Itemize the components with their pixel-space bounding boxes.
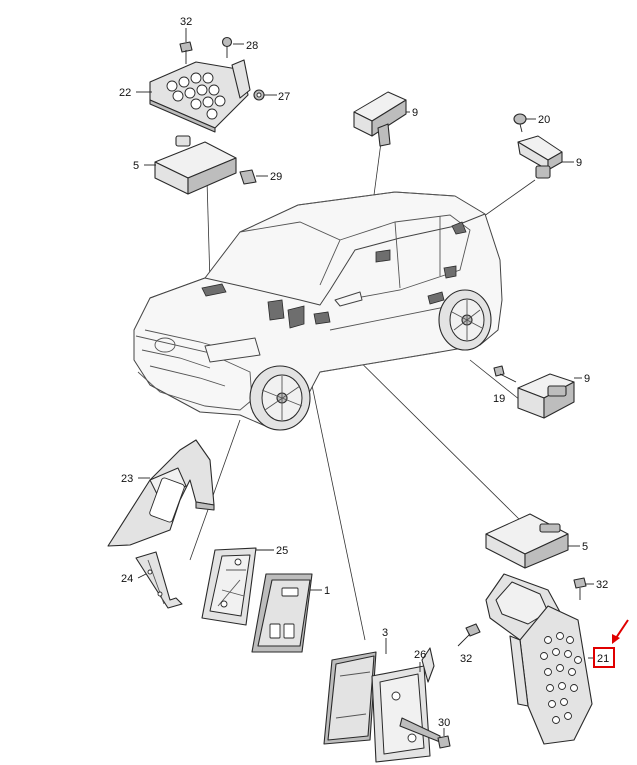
- callout-30: 30: [438, 717, 450, 729]
- location-marker-9b: [427, 291, 445, 305]
- clip-29: [239, 169, 257, 185]
- callouts: 32 28 22 27 5 29 9 20 9 9 19 23 24 25 1 …: [119, 16, 608, 729]
- callout-1: 1: [324, 585, 330, 597]
- leader-lines: [136, 28, 594, 736]
- callout-23: 23: [121, 473, 133, 485]
- callout-9-right: 9: [576, 157, 582, 169]
- highlight-arrow-head: [612, 634, 620, 644]
- nut-27: [253, 89, 265, 101]
- location-marker-9d: [443, 265, 457, 279]
- bracket-21: [485, 573, 593, 745]
- bracket-25: [201, 547, 257, 626]
- callout-29: 29: [270, 171, 282, 183]
- control-unit-5-top: [154, 135, 237, 195]
- callout-25: 25: [276, 545, 288, 557]
- sensor-9-right: [517, 135, 563, 179]
- callout-5-top: 5: [133, 160, 139, 172]
- location-marker-3: [267, 299, 285, 321]
- location-marker-5: [201, 283, 227, 297]
- screw-19: [493, 365, 517, 383]
- screw-20: [513, 113, 527, 133]
- hex-pattern-21: [540, 632, 582, 724]
- callout-22: 22: [119, 87, 131, 99]
- callout-26: 26: [414, 649, 426, 661]
- sensor-9-lower: [517, 373, 575, 419]
- callout-20: 20: [538, 114, 550, 126]
- location-marker-9a: [375, 249, 391, 263]
- highlight-box: [593, 647, 615, 668]
- bracket-22: [149, 59, 251, 133]
- location-marker-21: [313, 311, 331, 325]
- bracket-23: [107, 439, 215, 547]
- bolt-32-center: [457, 623, 481, 647]
- bolt-32-top: [179, 41, 193, 64]
- callout-9-lower: 9: [584, 373, 590, 385]
- callout-32-right: 32: [596, 579, 608, 591]
- callout-28: 28: [246, 40, 258, 52]
- bracket-26: [371, 647, 441, 763]
- callout-21: 21: [597, 653, 609, 665]
- bracket-24: [135, 551, 183, 609]
- control-unit-1: [251, 573, 313, 653]
- highlight-arrow: [615, 619, 629, 639]
- hex-pattern: [166, 72, 226, 120]
- bolt-28: [221, 36, 233, 58]
- car: [133, 191, 503, 431]
- clip-30: [437, 735, 451, 749]
- control-unit-5-lower: [485, 513, 569, 569]
- callout-32-top: 32: [180, 16, 192, 28]
- highlight-21: 21: [593, 619, 629, 668]
- control-unit-3: [323, 651, 377, 745]
- sensor-9-middle: [353, 91, 407, 147]
- callout-9-middle: 9: [412, 107, 418, 119]
- callout-3: 3: [382, 627, 388, 639]
- callout-27: 27: [278, 91, 290, 103]
- callout-24: 24: [121, 573, 133, 585]
- callout-32-center: 32: [460, 653, 472, 665]
- callout-19: 19: [493, 393, 505, 405]
- bolt-32-right: [573, 577, 587, 600]
- callout-5-lower: 5: [582, 541, 588, 553]
- location-marker-1: [287, 305, 305, 329]
- location-marker-9c: [451, 221, 467, 235]
